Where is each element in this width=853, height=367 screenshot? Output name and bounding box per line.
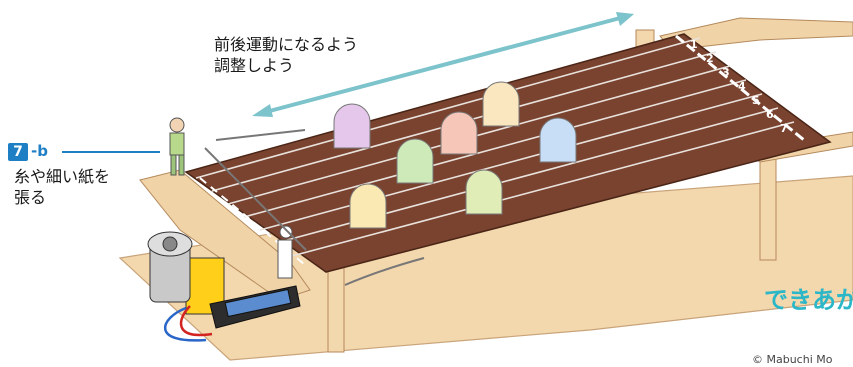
runner-card xyxy=(333,103,371,149)
lane-number: 7 xyxy=(780,122,788,135)
runner-card xyxy=(396,138,434,184)
post xyxy=(327,259,345,353)
runner-card xyxy=(539,117,577,163)
wire-red xyxy=(179,305,213,337)
runner-cards xyxy=(333,81,577,229)
step-leader-line xyxy=(62,151,160,153)
lane-number: 1 xyxy=(690,38,698,51)
track-surface xyxy=(184,33,832,273)
string xyxy=(344,257,425,286)
runner-card xyxy=(465,169,503,215)
string-note: 糸や細い紙を 張る xyxy=(14,167,111,207)
copyright-text: © Mabuchi Mo xyxy=(752,353,833,366)
runner-card xyxy=(482,81,520,127)
lane-number: 3 xyxy=(722,66,730,79)
completion-title: できあが xyxy=(764,286,853,314)
lane-number: 2 xyxy=(706,52,714,65)
lane-number: 6 xyxy=(766,108,774,121)
lane-number: 4 xyxy=(738,80,746,93)
step-suffix: -b xyxy=(31,142,48,160)
runner-card xyxy=(440,111,478,155)
lane-number-labels: 1 2 3 4 5 6 7 xyxy=(690,38,788,135)
post xyxy=(759,149,777,261)
wire-blue xyxy=(163,306,207,342)
adjust-note: 前後運動になるよう 調整しよう xyxy=(214,35,359,75)
crank-rod xyxy=(215,129,306,141)
lane-number: 5 xyxy=(752,94,760,107)
crank-rod xyxy=(204,147,307,251)
step-number-badge: 7 xyxy=(8,143,28,161)
direction-arrow xyxy=(252,12,634,117)
battery-box xyxy=(209,285,301,329)
pointer-figure xyxy=(277,225,293,279)
referee-figure xyxy=(169,117,185,176)
runner-card xyxy=(349,183,387,229)
